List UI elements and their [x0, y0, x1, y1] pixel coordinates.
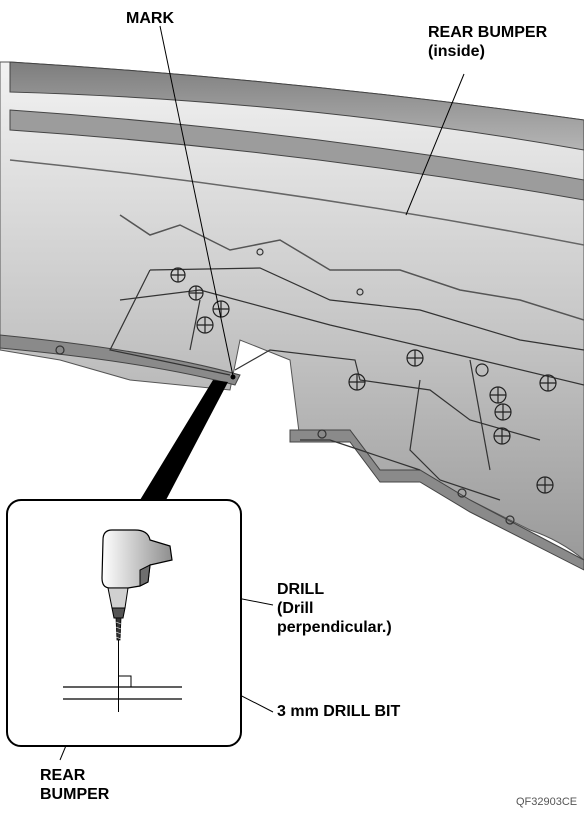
hole-mark: [475, 363, 489, 377]
hole-mark: [406, 349, 424, 367]
zoom-callout-wedge: [140, 380, 228, 500]
hole-mark: [539, 374, 557, 392]
drill-label-line2: (Drill: [277, 600, 314, 617]
hole-mark: [536, 476, 554, 494]
rear-bumper-inside-leader: [405, 73, 465, 216]
drilling-template: [55, 248, 584, 525]
hole-mark: [188, 285, 204, 301]
figure-code: QF32903CE: [516, 796, 578, 808]
bumper-section: [63, 675, 182, 700]
hole-mark: [489, 386, 507, 404]
rear-bumper-inside-label-line2: (inside): [428, 43, 485, 60]
mark-label: MARK: [126, 10, 174, 27]
hole-mark: [212, 300, 230, 318]
rear-bumper-label-line1: REAR: [40, 767, 86, 784]
drill-label-line1: DRILL: [277, 581, 325, 598]
hole-mark: [196, 316, 214, 334]
drill-label-line3: perpendicular.): [277, 619, 392, 636]
rear-bumper-inside-label-line1: REAR BUMPER: [428, 24, 548, 41]
hole-mark: [348, 373, 366, 391]
detail-inset: [6, 499, 242, 747]
mark-point: [230, 374, 236, 380]
hole-mark: [170, 267, 186, 283]
rear-bumper-label-line2: BUMPER: [40, 786, 110, 803]
hole-mark: [493, 427, 511, 445]
mark-leader: [159, 25, 234, 377]
hole-mark: [494, 403, 512, 421]
rear-bumper-body: [0, 61, 584, 571]
drill-icon: [101, 529, 173, 712]
drill-bit-label: 3 mm DRILL BIT: [277, 703, 401, 720]
